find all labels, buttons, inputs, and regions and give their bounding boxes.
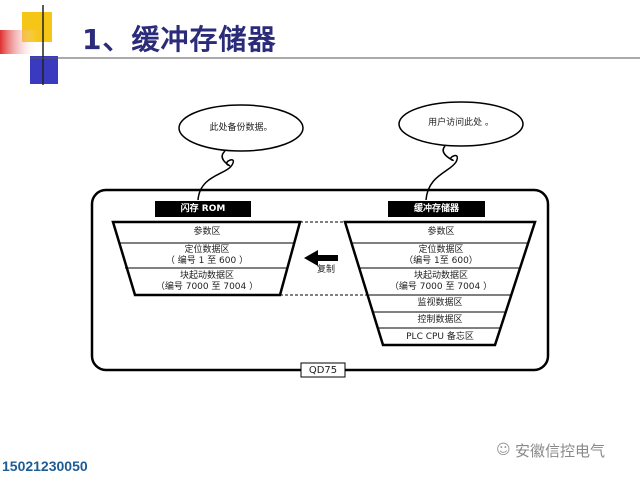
buffer-row: 监视数据区 xyxy=(417,298,463,308)
buffer-row-sub: （编号 1至 600） xyxy=(404,256,478,266)
copy-arrow-icon xyxy=(304,250,338,266)
buffer-row: 控制数据区 xyxy=(417,315,463,325)
module-label: QD75 xyxy=(308,365,338,376)
wechat-icon: ☺ xyxy=(496,442,511,458)
flash-row: 参数区 xyxy=(193,227,221,237)
cloud-right-text: 用户访问此处 。 xyxy=(428,118,494,128)
buffer-row: 块起动数据区 xyxy=(413,271,468,281)
flash-rom-label: 闪存 ROM xyxy=(155,201,251,217)
buffer-row: 参数区 xyxy=(427,227,455,237)
copy-label: 复制 xyxy=(316,265,335,275)
buffer-trapezoid xyxy=(343,220,537,347)
buffer-row-sub: （编号 7000 至 7004 ） xyxy=(389,282,493,292)
cloud-left xyxy=(178,104,304,152)
buffer-row: 定位数据区 xyxy=(418,245,464,255)
cloud-right xyxy=(398,101,524,147)
cloud-left-text: 此处备份数据。 xyxy=(209,123,273,133)
buffer-row: PLC CPU 备忘区 xyxy=(406,332,474,342)
flash-row-sub: （ 编号 1 至 600 ） xyxy=(165,256,249,266)
title-decoration xyxy=(0,5,640,85)
flash-row: 块起动数据区 xyxy=(179,271,234,281)
buffer-memory-label: 缓冲存储器 xyxy=(388,201,485,217)
brand-watermark: 安徽信控电气 xyxy=(515,442,606,460)
page-title: 1、缓冲存储器 xyxy=(82,23,277,56)
phone-number: 15021230050 xyxy=(2,458,88,474)
flash-row: 定位数据区 xyxy=(184,245,230,255)
flash-row-sub: （编号 7000 至 7004 ） xyxy=(155,282,259,292)
flash-trapezoid xyxy=(111,220,302,297)
